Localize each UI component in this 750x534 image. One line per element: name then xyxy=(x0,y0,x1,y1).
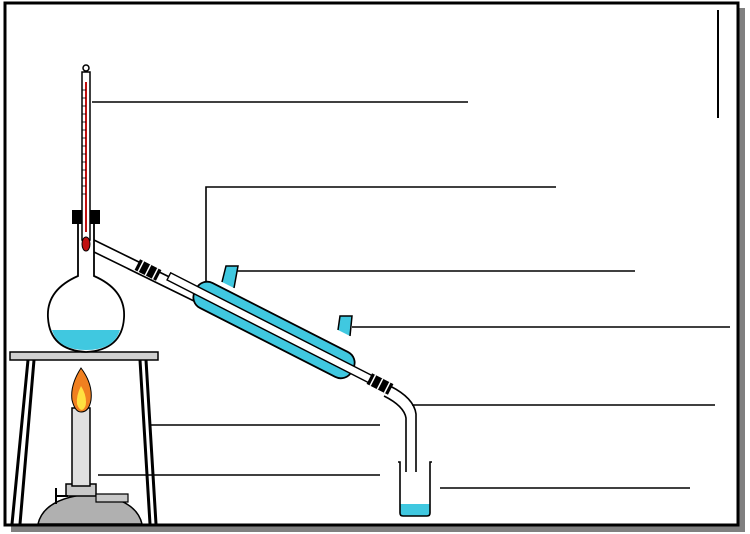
beaker-liquid xyxy=(400,504,430,516)
beaker-glass xyxy=(398,461,432,517)
burner-tube xyxy=(71,407,91,487)
flask-liquid xyxy=(52,330,120,350)
beaker xyxy=(398,461,432,517)
joint-2 xyxy=(366,373,394,395)
leader-condenser xyxy=(205,186,556,283)
water-outlet-pipe xyxy=(221,265,239,289)
tripod-legs xyxy=(10,359,158,525)
bunsen-burner xyxy=(37,367,143,525)
label-lines xyxy=(92,101,730,489)
thermometer-bulb xyxy=(81,236,91,252)
adapter-tube xyxy=(383,385,417,472)
water-inlet-pipe xyxy=(337,315,353,337)
thermometer-mercury xyxy=(85,82,87,232)
flask-body xyxy=(47,220,125,353)
adapter xyxy=(366,373,417,472)
flame-inner xyxy=(76,386,86,410)
thermometer-top xyxy=(82,64,90,72)
joint-1 xyxy=(134,259,162,281)
condenser xyxy=(166,265,382,389)
gauze xyxy=(9,351,159,361)
thermometer xyxy=(81,64,91,252)
gas-inlet xyxy=(95,493,129,503)
frame-border xyxy=(3,1,740,527)
